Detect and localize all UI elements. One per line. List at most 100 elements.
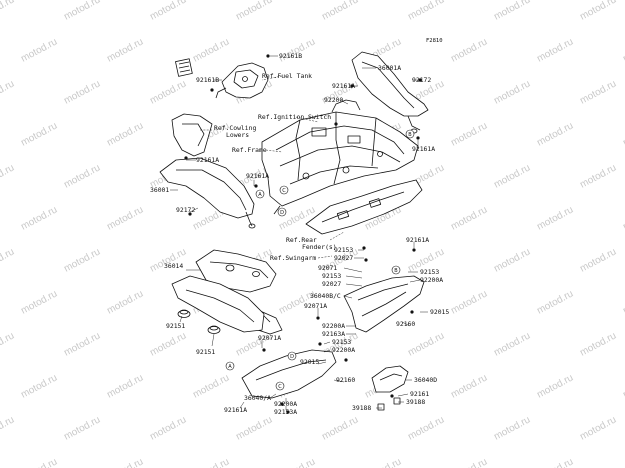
watermark-text: motod.ru: [621, 36, 625, 64]
watermark-text: motod.ru: [62, 0, 102, 23]
watermark-text: motod.ru: [406, 0, 446, 23]
watermark-text: motod.ru: [148, 246, 188, 274]
label-92160-r: 92160: [396, 320, 415, 328]
label-92200-a: 92200: [324, 96, 343, 104]
watermark-text: motod.ru: [105, 372, 145, 400]
watermark-text: motod.ru: [578, 78, 618, 106]
watermark-text: motod.ru: [621, 204, 625, 232]
callout-c-2: C: [275, 381, 285, 391]
label-92071a-b: 92071A: [258, 334, 281, 342]
svg-text:D: D: [280, 210, 284, 216]
label-92161b-left: 92161B: [196, 76, 219, 84]
ref-rear-fender-line2: Fender(s): [302, 243, 337, 251]
watermark-text: motod.ru: [19, 36, 59, 64]
callout-d-1: D: [277, 207, 287, 217]
label-92027-a: 92027: [334, 254, 353, 262]
label-92172-r: 92172: [412, 76, 431, 84]
label-92151-b: 92151: [196, 348, 215, 356]
tail-cover-36040a: [241, 349, 337, 399]
watermark-text: motod.ru: [320, 0, 360, 23]
watermark-text: motod.ru: [191, 36, 231, 64]
watermark-text: motod.ru: [492, 78, 532, 106]
watermark-text: motod.ru: [535, 120, 575, 148]
callout-d-2: D: [287, 351, 297, 361]
label-36040a: 36040/A: [244, 394, 271, 402]
main-frame: [261, 99, 419, 215]
watermark-text: motod.ru: [105, 120, 145, 148]
watermark-text: motod.ru: [0, 330, 16, 358]
watermark-text: motod.ru: [19, 120, 59, 148]
svg-text:D: D: [290, 354, 294, 360]
cowling-lower-bracket: [171, 113, 213, 157]
label-92153-r: 92153: [420, 268, 439, 276]
watermark-text: motod.ru: [234, 414, 274, 442]
rear-fender-tray: [305, 179, 423, 235]
svg-text:A: A: [258, 192, 262, 198]
label-92200a-c: 92200A: [332, 346, 355, 354]
label-92161a-l2: 92161A: [246, 172, 269, 180]
label-92071: 92071: [318, 264, 337, 272]
watermark-text: motod.ru: [19, 204, 59, 232]
label-92161-b: 92161: [410, 390, 429, 398]
watermark-text: motod.ru: [578, 414, 618, 442]
label-92153a: 92153A: [274, 408, 297, 416]
label-36001a: 36001A: [378, 64, 401, 72]
watermark-text: motod.ru: [148, 414, 188, 442]
tail-piece-36040d: [371, 365, 409, 393]
watermark-text: motod.ru: [148, 0, 188, 23]
ref-cowling-line1: Ref.Cowling: [214, 124, 256, 132]
ref-cowling-line2: Lowers: [226, 131, 249, 139]
label-92172-l: 92172: [176, 206, 195, 214]
label-36040bc: 36040B/C: [310, 292, 341, 300]
svg-text:B: B: [394, 268, 398, 274]
svg-text:B: B: [408, 132, 412, 138]
watermark-text: motod.ru: [191, 372, 231, 400]
watermark-text: motod.ru: [0, 414, 16, 442]
watermark-text: motod.ru: [621, 372, 625, 400]
watermark-text: motod.ru: [449, 204, 489, 232]
bolt-92151-b: [207, 325, 221, 334]
watermark-text: motod.ru: [0, 162, 16, 190]
label-92015-r: 92015: [430, 308, 449, 316]
callout-a-2: A: [225, 361, 235, 371]
watermark-text: motod.ru: [449, 372, 489, 400]
watermark-text: motod.ru: [535, 372, 575, 400]
label-92151-a: 92151: [166, 322, 185, 330]
watermark-text: motod.ru: [406, 330, 446, 358]
watermark-text: motod.ru: [621, 288, 625, 316]
label-92161a-r: 92161A: [412, 145, 435, 153]
callout-b-2: B: [391, 265, 401, 275]
label-92153-b: 92153: [322, 272, 341, 280]
watermark-text: motod.ru: [0, 78, 16, 106]
watermark-text: motod.ru: [492, 246, 532, 274]
callout-c-1: C: [279, 185, 289, 195]
label-92153-a: 92153: [334, 246, 353, 254]
bolt-92151-a: [177, 309, 191, 318]
label-92161b-top: 92161B: [279, 52, 302, 60]
watermark-text: motod.ru: [19, 456, 59, 468]
watermark-text: motod.ru: [535, 288, 575, 316]
label-92161a-a: 92161A: [332, 82, 355, 90]
side-cover-36001: [159, 157, 256, 229]
ref-rear-fender-line1: Ref.Rear: [286, 236, 317, 244]
watermark-text: motod.ru: [578, 330, 618, 358]
watermark-text: motod.ru: [363, 456, 403, 468]
watermark-text: motod.ru: [449, 456, 489, 468]
watermark-text: motod.ru: [105, 36, 145, 64]
watermark-text: motod.ru: [19, 288, 59, 316]
callout-b-1: B: [405, 129, 415, 139]
svg-text:C: C: [278, 384, 282, 390]
ref-fuel-tank: Ref.Fuel Tank: [262, 72, 312, 80]
tail-cover-36040bc: [343, 275, 425, 333]
watermark-text: motod.ru: [320, 414, 360, 442]
label-92160-b: 92160: [336, 376, 355, 384]
watermark-text: motod.ru: [0, 246, 16, 274]
label-92161a-mr: 92161A: [406, 236, 429, 244]
watermark-text: motod.ru: [406, 414, 446, 442]
watermark-text: motod.ru: [578, 0, 618, 23]
label-92161a-bl: 92161A: [224, 406, 247, 414]
watermark-text: motod.ru: [621, 456, 625, 468]
ref-swingarm: Ref.Swingarm: [270, 254, 316, 262]
